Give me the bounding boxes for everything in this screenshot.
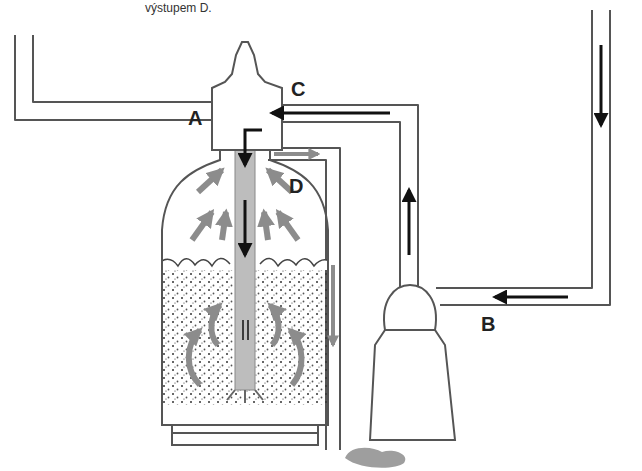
tank-base [172, 425, 318, 445]
backwash-arrow [270, 305, 279, 345]
backwash-arrow [268, 170, 292, 192]
flow-arrow [245, 130, 262, 165]
backwash-arrow [331, 265, 335, 345]
waste-water [345, 448, 405, 468]
center-pipe [235, 150, 255, 390]
flow-arrow [272, 112, 390, 115]
flow-arrow [408, 190, 411, 255]
backwash-arrow [222, 212, 226, 240]
multiport-valve [212, 42, 282, 150]
part-label: D [289, 176, 303, 196]
filter-tank [162, 150, 328, 425]
pipe-laterals [227, 390, 263, 402]
flow-arrow [243, 320, 248, 340]
pipe-outline [440, 10, 610, 305]
backwash-arrow [274, 152, 318, 156]
part-label: A [188, 108, 202, 128]
flow-arrow [244, 200, 247, 255]
backwash-arrow [192, 212, 212, 240]
pipe-outline [436, 10, 592, 288]
pipe-outline [33, 35, 212, 102]
caption-fragment: výstupem D. [145, 2, 212, 14]
backwash-arrow [264, 212, 268, 240]
backwash-arrow [189, 330, 200, 385]
backwash-arrow [211, 305, 220, 345]
flow-arrow [600, 45, 603, 125]
pipe-outline [15, 35, 212, 120]
backwash-arrow [290, 330, 302, 385]
backwash-arrow [278, 212, 298, 240]
backwash-arrow [198, 170, 222, 192]
pump-housing [384, 285, 436, 330]
flow-arrow [495, 296, 568, 299]
part-label: C [291, 79, 305, 99]
pump-body [370, 330, 455, 440]
part-label: B [481, 314, 495, 334]
